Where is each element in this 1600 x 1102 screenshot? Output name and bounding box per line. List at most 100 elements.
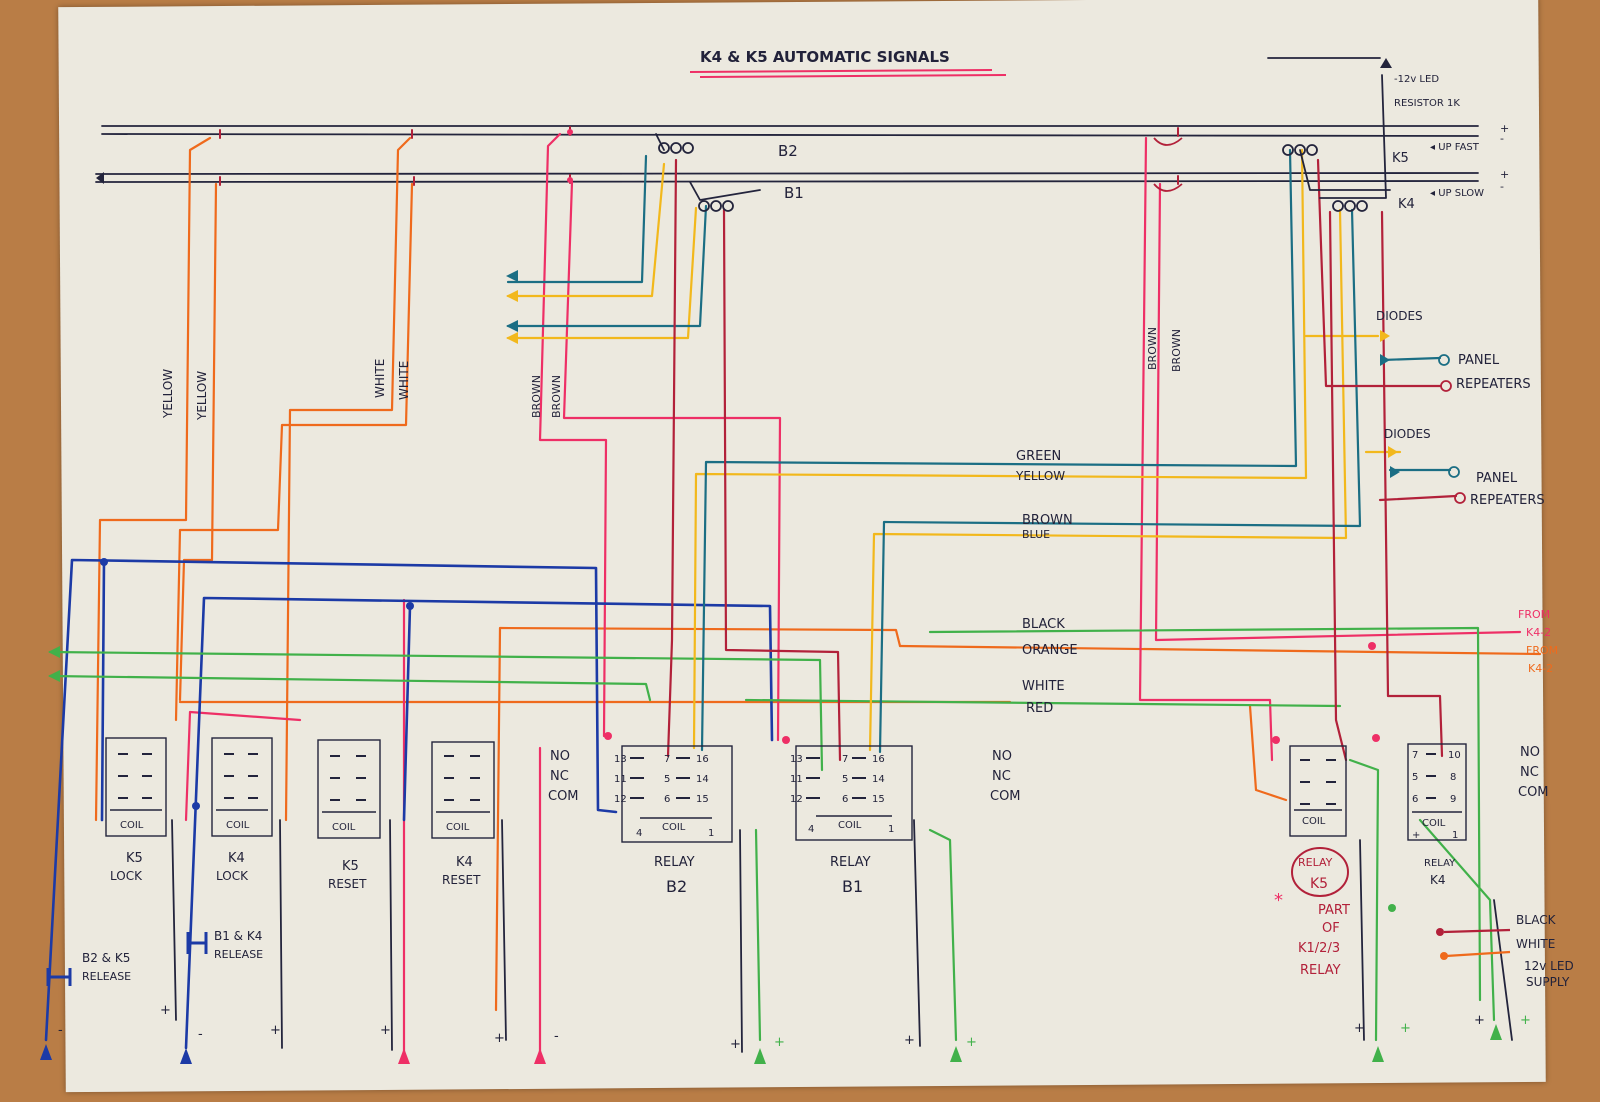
track-minus-2: - <box>1500 180 1504 193</box>
contact-com-1: COM <box>548 789 579 804</box>
wire-label-brown-2: BROWN <box>550 375 563 418</box>
svg-text:+: + <box>494 1031 505 1046</box>
relay-k4-name: RELAY <box>1424 858 1456 869</box>
svg-text:13: 13 <box>790 754 803 765</box>
svg-text:16: 16 <box>696 754 709 765</box>
svg-text:7: 7 <box>664 754 670 765</box>
contact-nc-1: NC <box>550 769 569 784</box>
signal-lamps <box>658 137 1466 504</box>
svg-text:14: 14 <box>872 774 885 785</box>
wire-label-white-2: WHITE <box>397 361 411 400</box>
supply-white-label: WHITE <box>1516 937 1555 951</box>
svg-text:+: + <box>380 1023 391 1038</box>
relay-k5-box <box>1289 745 1347 837</box>
wire-yellow <box>506 148 1402 752</box>
relay-b2-box <box>621 745 733 843</box>
wire-brown-track-feeds <box>184 132 1522 1062</box>
relay-k4-box <box>1407 743 1467 841</box>
switch-k5-lock-name: K5 <box>126 851 143 866</box>
output-terminal-signs: - + - + + + - + + + + + + + + <box>58 1003 1531 1052</box>
wire-label-yellow: YELLOW <box>1015 469 1065 483</box>
svg-text:+: + <box>1400 1021 1411 1036</box>
svg-text:+: + <box>904 1033 915 1048</box>
relay-b2-pins: 13 11 12 7 5 6 16 14 15 4 1 <box>614 754 714 839</box>
track-minus-1: - <box>1500 132 1504 145</box>
svg-text:5: 5 <box>842 774 848 785</box>
junction-dots <box>100 129 1448 960</box>
relay-k5-circle <box>1291 847 1349 897</box>
release-b2k5-button-shape <box>46 968 72 986</box>
wire-label-green: GREEN <box>1016 449 1061 464</box>
up-fast-label: ◂ UP FAST <box>1430 142 1480 153</box>
contact-no-3: NO <box>1520 745 1540 760</box>
svg-text:+: + <box>774 1035 785 1050</box>
signal-k5-label: K5 <box>1392 151 1409 166</box>
switch-k4-reset-box <box>431 741 495 839</box>
switch-k5-lock-box <box>105 737 167 837</box>
svg-text:11: 11 <box>614 774 627 785</box>
resistor-label: RESISTOR 1K <box>1394 98 1460 109</box>
svg-text:9: 9 <box>1450 794 1456 805</box>
repeaters-label-1: REPEATERS <box>1456 377 1531 392</box>
switch-k5-lock-sub: LOCK <box>110 869 143 883</box>
wire-white <box>48 626 1496 1042</box>
wire-label-blue: BLUE <box>1022 528 1050 541</box>
svg-text:5: 5 <box>1412 772 1418 783</box>
relay-k5-note-2: K1/2/3 <box>1298 941 1340 956</box>
diode-symbols <box>1380 330 1400 478</box>
section-b2-label: B2 <box>778 142 798 160</box>
arrowheads <box>40 58 1502 1064</box>
relay-k4-id: K4 <box>1430 873 1446 887</box>
switch-k5-reset-box <box>317 739 381 839</box>
relay-k5-note-1: OF <box>1322 921 1340 936</box>
relay-k4-pins: 7 5 6 10 8 9 + 1 <box>1412 750 1461 841</box>
title-underline <box>689 69 993 73</box>
svg-text:12: 12 <box>790 794 803 805</box>
from-k42-label-2: K4-2 <box>1528 662 1553 675</box>
track-breaks <box>219 126 1179 186</box>
supply-label-1: 12v LED <box>1524 959 1574 973</box>
wire-label-brown-3: BROWN <box>1146 327 1159 370</box>
svg-text:7: 7 <box>842 754 848 765</box>
svg-text:14: 14 <box>696 774 709 785</box>
panel-label-2: PANEL <box>1476 471 1518 486</box>
relay-b1-pins: 13 11 12 7 5 6 16 14 15 4 1 <box>790 754 894 835</box>
wire-negative-bus <box>44 558 774 1050</box>
relay-b2-id: B2 <box>666 877 687 896</box>
diodes-label-2: DIODES <box>1384 427 1431 441</box>
wire-label-red: RED <box>1026 701 1053 716</box>
diagram-title: K4 & K5 AUTOMATIC SIGNALS <box>700 48 950 66</box>
svg-text:4: 4 <box>808 824 814 835</box>
switch-k4-lock-box <box>211 737 273 837</box>
from-k42-label-1: K4-2 <box>1526 626 1551 639</box>
title-underline-2 <box>699 74 1007 78</box>
coil-label-k4-reset: COIL <box>446 822 470 833</box>
contact-com-2: COM <box>990 789 1021 804</box>
signal-k4-label: K4 <box>1398 197 1415 212</box>
wire-label-black: BLACK <box>1022 617 1065 632</box>
diodes-label-1: DIODES <box>1376 309 1423 323</box>
relay-k5-name: RELAY <box>1298 856 1333 869</box>
switch-k4-lock-name: K4 <box>228 851 245 866</box>
wire-label-white: WHITE <box>1022 679 1065 694</box>
contact-nc-2: NC <box>992 769 1011 784</box>
coil-label-k4: COIL <box>1422 818 1446 829</box>
svg-text:4: 4 <box>636 828 642 839</box>
svg-text:+: + <box>730 1037 741 1052</box>
led-label: -12v LED <box>1394 74 1439 85</box>
svg-text:+: + <box>1412 830 1420 841</box>
wire-label-brown-4: BROWN <box>1170 329 1183 372</box>
coil-label-k5-reset: COIL <box>332 822 356 833</box>
contact-nc-3: NC <box>1520 765 1539 780</box>
svg-text:6: 6 <box>1412 794 1418 805</box>
wire-label-yellow-1: YELLOW <box>161 369 175 419</box>
supply-black-wire <box>1443 928 1511 934</box>
repeaters-label-2: REPEATERS <box>1470 493 1545 508</box>
contact-com-3: COM <box>1518 785 1549 800</box>
section-b1-label: B1 <box>784 184 804 202</box>
svg-text:15: 15 <box>872 794 885 805</box>
svg-text:15: 15 <box>696 794 709 805</box>
svg-text:8: 8 <box>1450 772 1456 783</box>
release-b1k4-label-2: RELEASE <box>214 948 263 961</box>
